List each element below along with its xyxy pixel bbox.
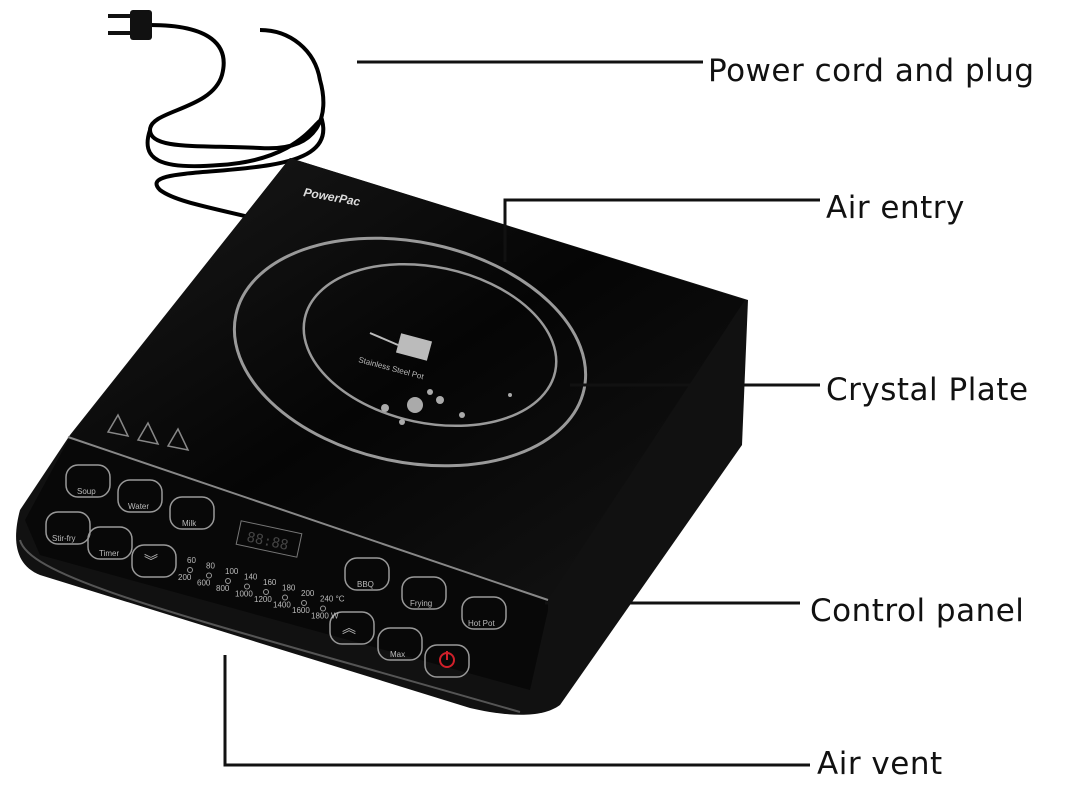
power-button[interactable] [424, 644, 470, 678]
timer-label: Timer [99, 549, 119, 558]
milk-button[interactable] [169, 496, 215, 530]
scale-label: 200 [301, 589, 315, 598]
frying-label: Frying [410, 599, 432, 608]
scale-label: 140 [244, 573, 258, 582]
scale-label: 80 [206, 562, 215, 571]
crystal-plate [70, 158, 745, 600]
level-indicator-led [320, 605, 326, 612]
level-indicator-led [206, 572, 212, 579]
scale-label: 800 [216, 584, 230, 593]
bbq-button[interactable] [344, 557, 390, 591]
scale-label: 200 [178, 573, 192, 582]
stir-fry-label: Stir-fry [52, 534, 76, 543]
scale-label: 1600 [292, 606, 310, 615]
warning-icons [106, 413, 190, 452]
stir-fry-button[interactable] [45, 511, 91, 545]
max-button[interactable] [377, 627, 423, 661]
label-control-panel: Control panel [810, 593, 1025, 629]
max-label: Max [390, 650, 405, 659]
control-panel-area [25, 437, 548, 690]
scale-label: 100 [225, 567, 239, 576]
frying-button[interactable] [401, 576, 447, 610]
bbq-label: BBQ [357, 580, 374, 589]
pot-icon [369, 332, 433, 361]
water-button[interactable] [117, 479, 163, 513]
water-label: Water [128, 502, 149, 511]
dot-pattern [381, 389, 512, 425]
cooktop-body [16, 158, 748, 715]
inner-coil-ring [302, 262, 558, 428]
down-button[interactable] [131, 544, 177, 578]
control-buttons [45, 464, 507, 678]
label-air-vent: Air vent [817, 746, 943, 782]
scale-label: 180 [282, 584, 296, 593]
soup-button[interactable] [65, 464, 111, 498]
label-crystal-plate: Crystal Plate [826, 372, 1029, 408]
chevron-down-icon: ︾ [144, 553, 158, 569]
outer-coil-ring [232, 236, 588, 468]
plug-icon [108, 10, 152, 40]
up-button[interactable] [329, 611, 375, 645]
level-indicator-led [244, 583, 250, 590]
scale-label: 1400 [273, 601, 291, 610]
scale-label: 1000 [235, 590, 253, 599]
level-indicator-led [282, 594, 288, 601]
temperature-scale: 60 80 100 140 160 180 200 240 °C [187, 556, 345, 612]
label-air-entry: Air entry [826, 190, 965, 226]
hot-pot-button[interactable] [461, 596, 507, 630]
label-power-cord: Power cord and plug [708, 53, 1035, 89]
leader-lines [223, 60, 820, 767]
scale-label: 1200 [254, 595, 272, 604]
milk-label: Milk [182, 519, 197, 528]
scale-label: 240 °C [320, 595, 345, 604]
timer-button[interactable] [87, 526, 133, 560]
level-indicator-led [225, 578, 231, 584]
power-cord [145, 23, 326, 237]
soup-label: Soup [77, 487, 96, 496]
level-indicator-led [263, 589, 269, 595]
level-indicator-led [301, 600, 307, 606]
scale-label: 60 [187, 556, 196, 565]
level-indicator-led [187, 567, 193, 573]
chevron-up-icon: ︽ [342, 620, 356, 636]
display-frame [235, 520, 303, 558]
scale-label: 160 [263, 578, 277, 587]
hot-pot-label: Hot Pot [468, 619, 495, 628]
scale-label: 1800 W [311, 612, 339, 621]
scale-label: 600 [197, 579, 211, 588]
